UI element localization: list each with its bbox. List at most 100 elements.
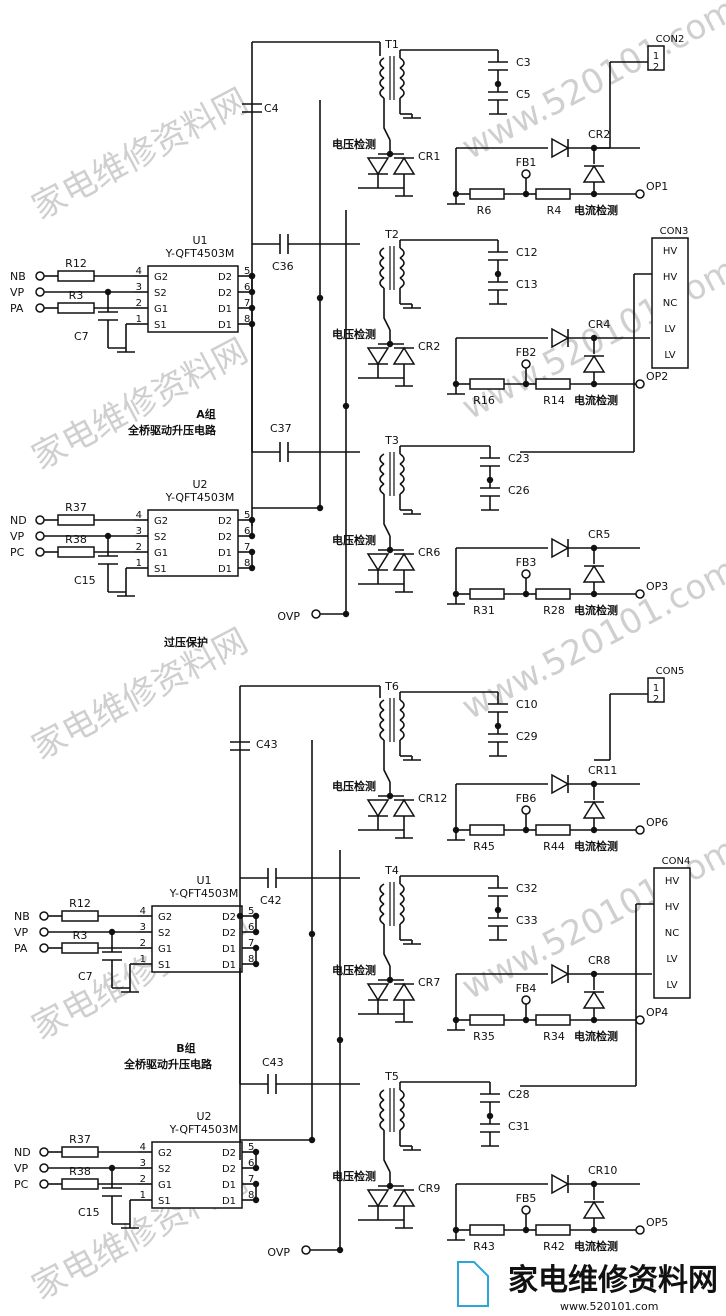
junction-dot: [248, 272, 256, 280]
diode-label: CR1: [418, 150, 440, 163]
input-label: PC: [14, 1178, 29, 1191]
resistor-label: R42: [543, 1240, 565, 1253]
cap-label: C4: [264, 102, 279, 115]
current-detect-label: 电流检测: [574, 203, 618, 217]
diode: [392, 798, 416, 817]
diode: [551, 327, 570, 349]
terminal: [39, 943, 49, 953]
output-label: OP1: [646, 180, 668, 193]
ic-pin-label: G2: [158, 912, 172, 923]
cap-label: C15: [74, 574, 96, 587]
ic-pin-number: 3: [140, 1158, 146, 1169]
secondary-coil: [399, 903, 405, 915]
diode: [392, 1188, 416, 1207]
ic-pin-label: D1: [222, 960, 236, 971]
diode: [366, 799, 390, 818]
resistor-label: R14: [543, 394, 565, 407]
feedback-label: FB1: [516, 156, 537, 169]
junction-dot: [252, 928, 260, 936]
feedback-label: FB6: [516, 792, 537, 805]
junction-dot: [248, 548, 256, 556]
terminal: [521, 995, 531, 1005]
cap-label: C43: [262, 1056, 284, 1069]
feedback-label: FB2: [516, 346, 537, 359]
input-label: VP: [10, 286, 25, 299]
diode: [551, 537, 570, 559]
group-subtitle: 全桥驱动升压电路: [123, 1057, 213, 1071]
voltage-detect-label: 电压检测: [332, 137, 376, 151]
ic-pin-label: D1: [222, 944, 236, 955]
transformer-label: T2: [384, 228, 399, 241]
junction-dot: [248, 564, 256, 572]
diode-label: CR10: [588, 1164, 617, 1177]
cap-label: C12: [516, 246, 538, 259]
input-label: NB: [10, 270, 26, 283]
primary-coil: [379, 257, 385, 269]
primary-coil: [379, 1109, 385, 1121]
transformer: [379, 452, 405, 496]
voltage-detect-label: 电压检测: [332, 963, 376, 977]
junction-dot: [252, 1164, 260, 1172]
ic-pin-number: 1: [136, 558, 142, 569]
ic-pin-label: G1: [158, 1180, 172, 1191]
secondary-coil: [399, 67, 405, 79]
transformer-label: T6: [384, 680, 399, 693]
resistor-label: R44: [543, 840, 565, 853]
resistor-label: R45: [473, 840, 495, 853]
connector-body: [647, 45, 665, 71]
current-detect-label: 电流检测: [574, 839, 618, 853]
primary-coil: [379, 473, 385, 485]
cap-label: C29: [516, 730, 538, 743]
ic-pin-label: D2: [218, 516, 232, 527]
cap-label: C28: [508, 1088, 530, 1101]
ic-pin-label: S1: [158, 1196, 171, 1207]
secondary-coil: [399, 719, 405, 731]
resistor: [535, 378, 571, 390]
secondary-coil: [399, 453, 405, 465]
cap-label: C43: [256, 738, 278, 751]
secondary-coil: [399, 1099, 405, 1111]
feedback-label: FB3: [516, 556, 537, 569]
ic-ref: U2: [196, 1110, 211, 1123]
ic-pin-label: S2: [154, 532, 167, 543]
resistor-label: R3: [69, 289, 84, 302]
diode: [582, 1200, 606, 1219]
resistor: [469, 824, 505, 836]
secondary-coil: [399, 483, 405, 495]
ic-pin-label: D2: [222, 1148, 236, 1159]
diode: [366, 157, 390, 176]
logo-url: www.520101.com: [560, 1300, 658, 1313]
ic-pin-label: D1: [222, 1180, 236, 1191]
terminal: [635, 189, 645, 199]
secondary-coil: [399, 77, 405, 89]
resistor-label: R4: [547, 204, 562, 217]
ic-pin-label: S2: [158, 1164, 171, 1175]
ic-pin-number: 6: [248, 1158, 254, 1169]
secondary-coil: [399, 277, 405, 289]
ic-pin-label: D2: [222, 928, 236, 939]
transformer-label: T4: [384, 864, 399, 877]
ic-pin-label: D2: [218, 288, 232, 299]
junction-dot: [252, 912, 260, 920]
terminal: [311, 609, 321, 619]
diode: [582, 164, 606, 183]
diode-label: CR9: [418, 1182, 440, 1195]
ic-pin-number: 2: [136, 298, 142, 309]
resistor: [61, 942, 99, 954]
ic-pin-number: 2: [140, 1174, 146, 1185]
ic-pin-number: 6: [248, 922, 254, 933]
transformer: [379, 698, 405, 742]
diode: [582, 564, 606, 583]
feedback-label: FB4: [516, 982, 537, 995]
secondary-coil: [399, 1089, 405, 1101]
junction-dot: [236, 912, 244, 920]
watermark-text: 家电维修资料网: [25, 331, 254, 478]
ic-pin-label: D1: [218, 548, 232, 559]
resistor: [535, 588, 571, 600]
input-label: VP: [14, 926, 29, 939]
